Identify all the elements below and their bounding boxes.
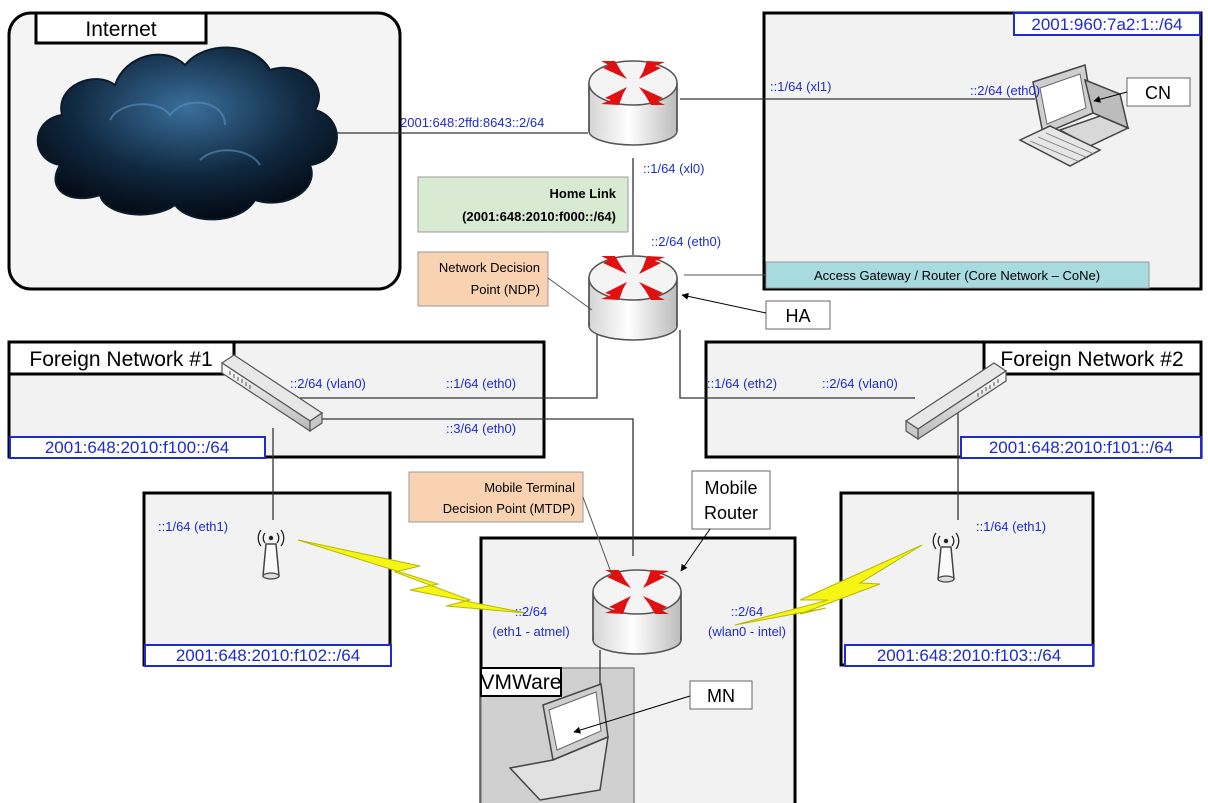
wireless-link-left-icon	[297, 539, 527, 614]
iface-mr-right-2: (wlan0 - intel)	[708, 624, 786, 639]
iface-internet: 2001:648:2ffd:8643::2/64	[400, 115, 544, 130]
ha-callout-box	[765, 300, 831, 330]
ap2-prefix-box	[844, 644, 1094, 667]
ap2-zone	[839, 491, 1095, 667]
fn2-title: Foreign Network #2	[1000, 348, 1183, 371]
mtdp-label-2: Decision Point (MTDP)	[443, 501, 575, 516]
ha-label: HA	[785, 306, 810, 326]
iface-xl1: ::1/64 (xl1)	[770, 79, 831, 94]
iface-ha-eth0-fn1: ::1/64 (eth0)	[446, 376, 516, 391]
iface-mr-left-1: ::2/64	[515, 604, 548, 619]
ndp-label-1: Network Decision	[439, 260, 540, 275]
home-link-box	[417, 176, 629, 233]
iface-fn2-vlan0: ::2/64 (vlan0)	[822, 376, 898, 391]
fn2-prefix: 2001:648:2010:f101::/64	[989, 438, 1173, 457]
iface-mr-right-1: ::2/64	[731, 604, 764, 619]
laptop-icon	[508, 682, 609, 801]
vmware-title: VMWare	[481, 671, 562, 694]
top-router-icon	[588, 60, 678, 146]
cn-prefix-box	[1013, 12, 1201, 36]
cn-arrow	[1093, 91, 1128, 103]
mn-label: MN	[707, 686, 735, 706]
fn1-prefix: 2001:648:2010:f100::/64	[45, 438, 229, 457]
cn-zone	[762, 11, 1203, 291]
mn-arrow	[573, 695, 691, 734]
fn1-prefix-box	[9, 436, 266, 459]
iface-mr-eth0: ::3/64 (eth0)	[446, 421, 516, 436]
ha-router-icon	[588, 255, 678, 341]
iface-fn1-vlan0: ::2/64 (vlan0)	[290, 376, 366, 391]
mn-callout-box	[689, 680, 753, 710]
iface-mr-left-2: (eth1 - atmel)	[492, 624, 569, 639]
internet-cloud-icon	[36, 46, 338, 221]
iface-xl0: ::1/64 (xl0)	[643, 161, 704, 176]
mtdp-box	[408, 471, 584, 523]
mobile-router-label-1: Mobile	[704, 478, 757, 498]
internet-title-box	[34, 11, 208, 45]
access-gateway-box	[765, 261, 1150, 289]
ndp-leader	[547, 277, 593, 311]
home-link-prefix: (2001:648:2010:f000::/64)	[462, 209, 616, 224]
wireless-link-right-icon	[734, 544, 923, 626]
wire-fn1-mr	[320, 418, 634, 556]
wire-ha-fn1	[300, 332, 598, 399]
ap1-prefix-box	[144, 644, 392, 667]
vmware-title-box	[480, 667, 562, 697]
access-gateway-label: Access Gateway / Router (Core Network – …	[814, 268, 1100, 283]
internet-title: Internet	[85, 18, 156, 41]
fn2-prefix-box	[960, 436, 1202, 459]
ndp-label-2: Point (NDP)	[471, 282, 540, 297]
fn1-title: Foreign Network #1	[29, 348, 212, 371]
mtdp-leader	[582, 496, 613, 576]
fn2-title-box	[982, 340, 1203, 376]
cn-label: CN	[1145, 83, 1171, 103]
iface-cn-eth0: ::2/64 (eth0)	[970, 83, 1040, 98]
iface-ha-eth2: ::1/64 (eth2)	[707, 376, 777, 391]
iface-ha-eth0: ::2/64 (eth0)	[651, 234, 721, 249]
mtdp-label-1: Mobile Terminal	[484, 480, 575, 495]
ap1-prefix: 2001:648:2010:f102::/64	[176, 646, 360, 665]
iface-ap2-eth1: ::1/64 (eth1)	[976, 519, 1046, 534]
ap2-prefix: 2001:648:2010:f103::/64	[877, 646, 1061, 665]
mobile-router-label-2: Router	[704, 503, 758, 523]
mobile-router-callout-box	[691, 470, 771, 530]
cn-prefix: 2001:960:7a2:1::/64	[1031, 15, 1182, 34]
iface-ap1-eth1: ::1/64 (eth1)	[158, 519, 228, 534]
mobile-router-arrow	[680, 528, 711, 572]
ndp-box	[417, 251, 549, 307]
wire-ha-fn2	[679, 330, 915, 399]
mobile-router-icon	[592, 569, 682, 655]
home-link-label: Home Link	[550, 186, 617, 201]
cn-callout-box	[1126, 77, 1191, 107]
ha-arrow	[681, 292, 767, 314]
computer-icon	[1018, 64, 1130, 167]
